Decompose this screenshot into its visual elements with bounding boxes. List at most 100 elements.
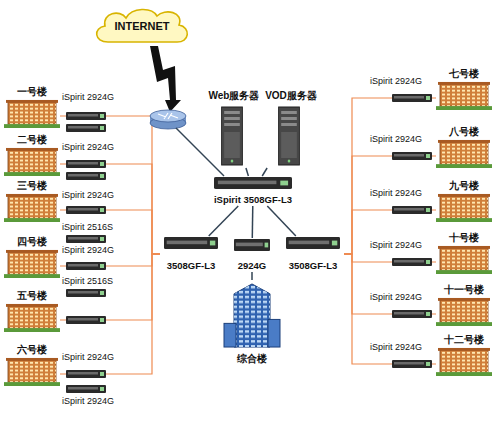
access-switch: [392, 310, 432, 318]
building-name: 综合楼: [237, 353, 267, 365]
building-picture: [436, 245, 492, 274]
building-picture: [4, 382, 60, 386]
server-tower: [281, 132, 297, 158]
building-picture: [438, 348, 490, 351]
device-model: iSpirit 2924G: [370, 188, 422, 198]
building-picture: [8, 196, 56, 218]
building-picture: [440, 196, 488, 218]
building-box: 四号楼: [4, 236, 60, 278]
building-picture: [440, 248, 488, 270]
cloud-shape: INTERNET: [92, 6, 192, 46]
access-switch: [66, 172, 106, 180]
cloud-label: INTERNET: [115, 20, 170, 33]
building-name: 八号楼: [449, 126, 479, 138]
building-picture: [4, 172, 60, 176]
building-picture: [436, 347, 492, 376]
building-picture: [436, 322, 492, 326]
building-picture: [438, 246, 490, 249]
building-picture: [8, 252, 56, 274]
building-picture: [6, 250, 58, 253]
trunk-link: [252, 206, 254, 238]
building-picture: [440, 300, 488, 322]
building-picture: [6, 148, 58, 151]
building-picture: [4, 218, 60, 222]
building-picture: [4, 147, 60, 176]
router-symbol: [150, 110, 186, 129]
device-model: iSpirit 2924G: [370, 342, 422, 352]
building-picture: [4, 303, 60, 332]
building-box: 七号楼: [436, 68, 492, 110]
building-picture: [6, 100, 58, 103]
building-picture: [436, 270, 492, 274]
building-name: 六号楼: [17, 344, 47, 356]
building-name: 三号楼: [17, 180, 47, 192]
lightning-bolt: [150, 46, 181, 112]
switch-symbol: [210, 241, 215, 246]
device-model: iSpirit 2924G: [62, 142, 114, 152]
building-picture: [6, 194, 58, 197]
server-tower: [281, 117, 297, 120]
switch-symbol: [164, 237, 218, 249]
switch-symbol: [280, 181, 288, 186]
router-wire: [176, 128, 224, 176]
switch-symbol: [167, 241, 208, 245]
building-box: 八号楼: [436, 126, 492, 168]
building-name: 五号楼: [17, 290, 47, 302]
trunk-link: [246, 168, 248, 176]
switch-symbol: [214, 177, 292, 189]
lightning-bolt: [150, 46, 181, 112]
building-picture: [440, 84, 488, 106]
building-picture: [440, 142, 488, 164]
building-picture: [440, 84, 488, 106]
building-name: 十二号楼: [444, 334, 484, 346]
office-building: [220, 280, 284, 349]
device-model: iSpirit 2924G: [370, 292, 422, 302]
fiber-link: [60, 254, 160, 374]
server-tower: [224, 132, 240, 158]
access-switch: [66, 370, 106, 378]
switch-box: 3508GF-L3: [282, 236, 344, 272]
office-building: [234, 284, 270, 347]
access-switch: [66, 124, 106, 132]
server-box: Web服务器: [206, 90, 263, 168]
office-building: [268, 319, 280, 347]
building-picture: [436, 297, 492, 326]
device-model: iSpirit 2516S: [62, 276, 113, 286]
switch-symbol: [218, 181, 277, 185]
device-model: iSpirit 2516S: [62, 222, 113, 232]
access-switch: [66, 206, 106, 214]
server-tower: [224, 117, 240, 120]
switch-box: 2924G: [230, 238, 274, 272]
access-switch: [66, 262, 106, 270]
building-picture: [6, 358, 58, 361]
device-model: iSpirit 2924G: [370, 134, 422, 144]
fiber-link: [344, 254, 436, 314]
server-tower: [288, 160, 291, 163]
building-picture: [8, 360, 56, 382]
device-model: iSpirit 2924G: [62, 92, 114, 102]
server-tower: [281, 123, 297, 126]
building-picture: [440, 142, 488, 164]
access-switch: [392, 258, 432, 266]
building-name: 四号楼: [17, 236, 47, 248]
switch-symbol: [234, 239, 270, 251]
building-picture: [8, 102, 56, 124]
building-picture: [436, 81, 492, 110]
building-picture: [436, 164, 492, 168]
building-picture: [440, 248, 488, 270]
switch-symbol: [236, 243, 263, 247]
building-box: 五号楼: [4, 290, 60, 332]
server-tower: [224, 123, 240, 126]
building-picture: [8, 196, 56, 218]
building-picture: [436, 106, 492, 110]
building-name: 一号楼: [17, 86, 47, 98]
switch-symbol: [286, 237, 340, 249]
access-switch: [392, 152, 432, 160]
office-building: [224, 323, 236, 347]
building-picture: [8, 360, 56, 382]
fiber-link: [344, 254, 436, 364]
building-picture: [436, 218, 492, 222]
switch-name: 3508GF-L3: [167, 261, 216, 272]
device-model: iSpirit 2924G: [62, 352, 114, 362]
building-box: 六号楼: [4, 344, 60, 386]
